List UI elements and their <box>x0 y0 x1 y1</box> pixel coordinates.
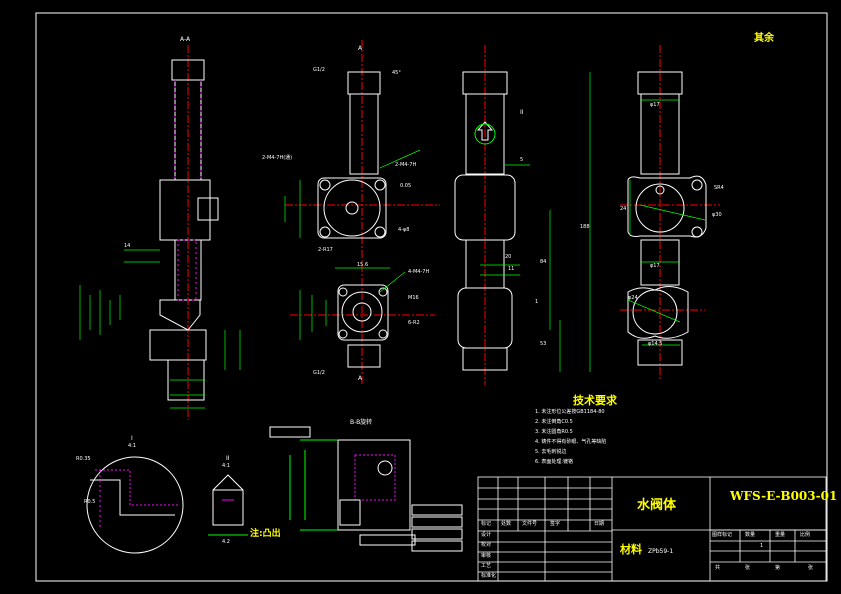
tb-scale-value: 1 <box>760 543 764 549</box>
tb-sheet-total: 共 <box>715 565 721 571</box>
label-11: 11 <box>508 266 515 272</box>
tech-req-item: 6. 表面处理:镀铬 <box>535 459 574 465</box>
label-2-r17: 2-R17 <box>318 247 333 253</box>
label-phi30: φ30 <box>712 212 722 218</box>
tb-sign-row: 工艺 <box>481 563 492 569</box>
material-label: 材料 <box>620 543 642 556</box>
tech-req-title: 技术要求 <box>573 394 617 407</box>
tb-sheet-label: 张 <box>745 565 751 571</box>
label-r0-5: R0.5 <box>84 499 96 505</box>
tb-sign-row: 校对 <box>481 542 492 548</box>
label-14: 14 <box>124 243 131 249</box>
tech-req-item: 3. 未注圆角R0.5 <box>535 429 573 435</box>
tb-col-scale: 比例 <box>800 532 811 538</box>
label-phi17-top: φ17 <box>650 102 660 108</box>
label-g12-top: G1/2 <box>313 67 325 73</box>
callout-ii: II <box>520 109 524 116</box>
detail-ii <box>208 474 248 536</box>
label-sr4: SR4 <box>714 185 724 191</box>
label-4-phi8: 4-φ8 <box>398 227 410 233</box>
side-view <box>454 45 516 385</box>
tb-sheet-label2: 张 <box>808 565 814 571</box>
detail-i <box>86 456 184 554</box>
tb-row-label: 签字 <box>550 521 561 527</box>
emboss-note: 注:凸出 <box>250 529 281 539</box>
label-4-2: 4.2 <box>222 539 230 545</box>
tech-req-item: 5. 去毛刺锐边 <box>535 449 567 455</box>
label-53: 53 <box>540 341 547 347</box>
label-84: 84 <box>540 259 547 265</box>
label-2-m4: 2-M4-7H <box>395 162 417 168</box>
drawing-number: WFS-E-B003-01 <box>730 489 838 503</box>
label-angle-top: 45° <box>392 70 401 76</box>
label-phi14-5: φ14.5 <box>648 341 663 347</box>
tb-row-label: 文件号 <box>522 521 538 527</box>
section-view-a <box>149 45 219 420</box>
tb-sheet-page: 第 <box>775 565 781 571</box>
section-b-title: B-B旋转 <box>350 419 373 426</box>
side-view-dims <box>480 72 591 372</box>
tb-row-label: 日期 <box>594 521 605 527</box>
label-5: 5 <box>520 157 524 163</box>
tb-col-qty: 重量 <box>775 532 786 538</box>
front-view <box>285 40 440 385</box>
label-r0-35: R0.35 <box>76 456 91 462</box>
section-arrow-bottom: A <box>358 375 363 382</box>
detail-ii-title: II <box>226 455 230 462</box>
title-block <box>477 476 827 582</box>
view-title-aa: A-A <box>180 36 191 43</box>
tb-sign-row: 审核 <box>481 553 492 559</box>
tech-req-item: 2. 未注倒角C0.5 <box>535 419 573 425</box>
section-b <box>269 426 463 552</box>
section-view-a-dims <box>79 249 241 409</box>
detail-i-title: I <box>131 435 133 442</box>
label-4-m4: 4-M4-7H <box>408 269 430 275</box>
section-arrow-top: A <box>358 45 363 52</box>
label-188: 188 <box>580 224 590 230</box>
label-tol-005: 0.05 <box>400 183 412 189</box>
label-m16: M16 <box>408 295 419 301</box>
label-24: 24 <box>620 206 627 212</box>
right-view-dims <box>627 99 706 346</box>
front-view-dims <box>284 149 421 340</box>
label-g12-bottom: G1/2 <box>313 370 325 376</box>
tb-col-weight: 数量 <box>745 532 756 538</box>
tb-col-stage: 图样标记 <box>712 532 733 538</box>
tb-row-label: 标记 <box>481 521 492 527</box>
label-phi17-mid: φ17 <box>650 263 660 269</box>
label-15-6: 15.6 <box>357 262 369 268</box>
material-value: ZPb59-1 <box>648 548 674 555</box>
detail-i-scale: 4:1 <box>128 443 137 449</box>
tech-req-item: 1. 未注形位公差按GB1184-80 <box>535 409 605 415</box>
right-view <box>620 45 720 380</box>
label-6-r2: 6-R2 <box>408 320 420 326</box>
tb-sign-row: 设计 <box>481 532 492 538</box>
corner-mark: 其余 <box>754 33 774 44</box>
tb-sign-row: 标准化 <box>481 573 497 579</box>
detail-ii-scale: 4:1 <box>222 463 231 469</box>
label-20: 20 <box>505 254 512 260</box>
tech-req-item: 4. 铸件不得有砂眼、气孔等缺陷 <box>535 439 607 445</box>
tb-row-label: 处数 <box>501 521 512 527</box>
drawing-frame <box>35 12 828 582</box>
label-1: 1 <box>535 299 539 305</box>
part-name: 水阀体 <box>637 498 677 513</box>
label-m4-hole: 2-M4-7H(通) <box>262 155 293 161</box>
label-phi24: φ24 <box>628 295 638 301</box>
